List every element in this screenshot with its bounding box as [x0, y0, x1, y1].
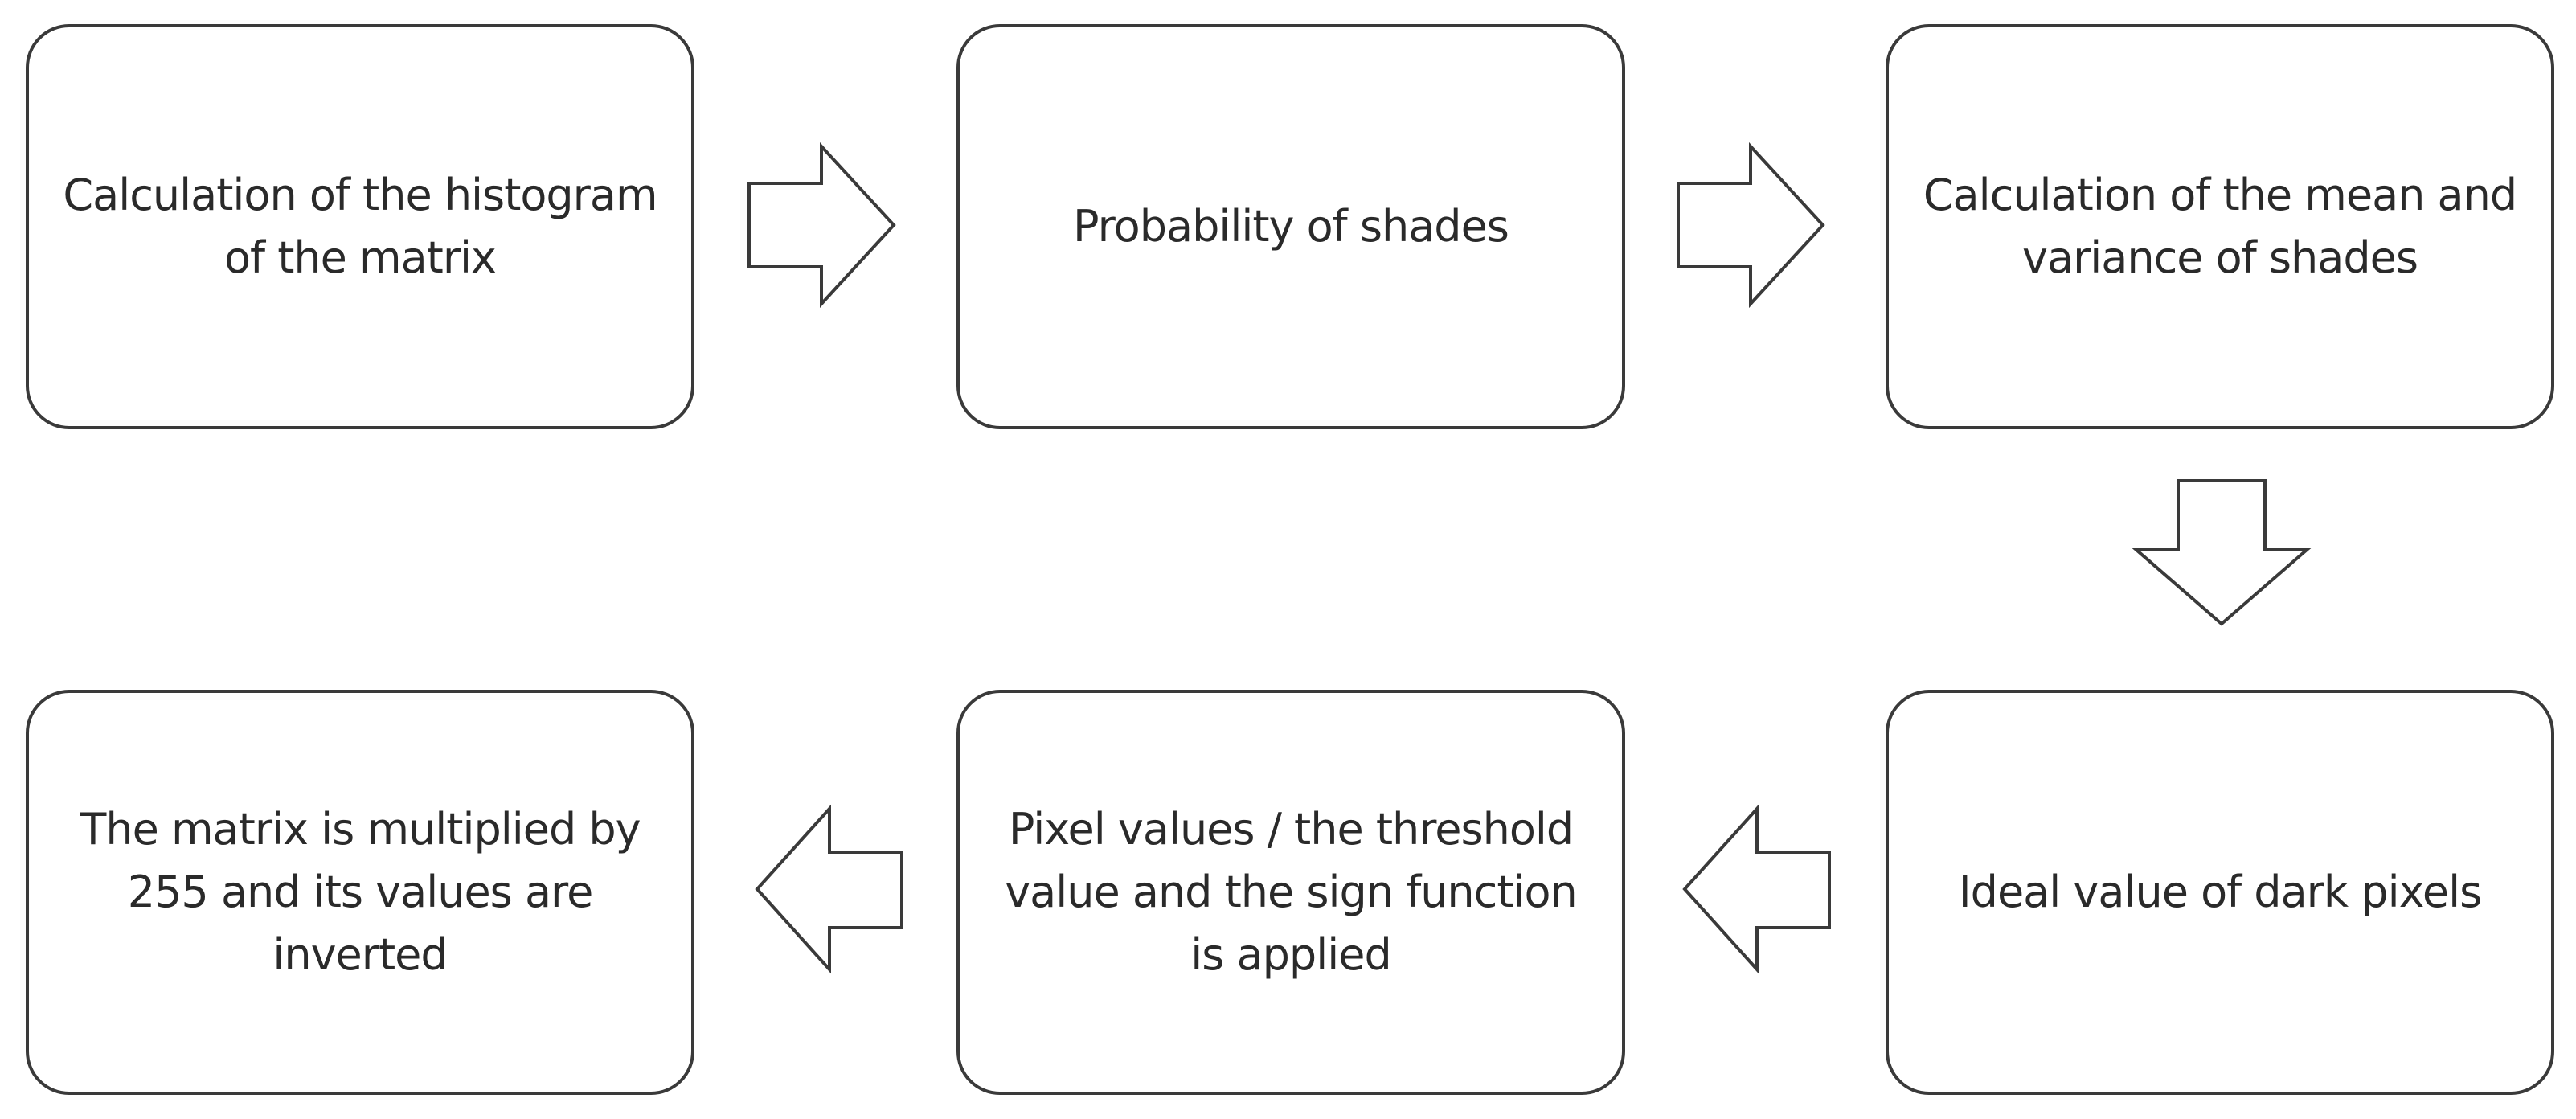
arrow-down-icon [2132, 479, 2312, 626]
step-box-histogram: Calculation of the histogram of the matr… [26, 24, 694, 429]
step-box-probability: Probability of shades [956, 24, 1625, 429]
step-label: Probability of shades [1073, 201, 1509, 252]
step-label: Pixel values / the threshold value and t… [1005, 804, 1578, 980]
arrow-left-icon [1682, 804, 1831, 974]
arrow-right-icon [1677, 141, 1825, 309]
step-box-multiply-invert: The matrix is multiplied by 255 and its … [26, 690, 694, 1095]
arrow-right-icon [747, 141, 896, 309]
step-label: Calculation of the mean and variance of … [1923, 170, 2517, 283]
step-label: Calculation of the histogram of the matr… [63, 170, 657, 283]
step-box-threshold: Pixel values / the threshold value and t… [956, 690, 1625, 1095]
step-label: The matrix is multiplied by 255 and its … [80, 804, 641, 980]
step-label: Ideal value of dark pixels [1958, 867, 2483, 917]
step-box-ideal-value: Ideal value of dark pixels [1886, 690, 2554, 1095]
step-box-mean-variance: Calculation of the mean and variance of … [1886, 24, 2554, 429]
arrow-left-icon [755, 804, 903, 974]
